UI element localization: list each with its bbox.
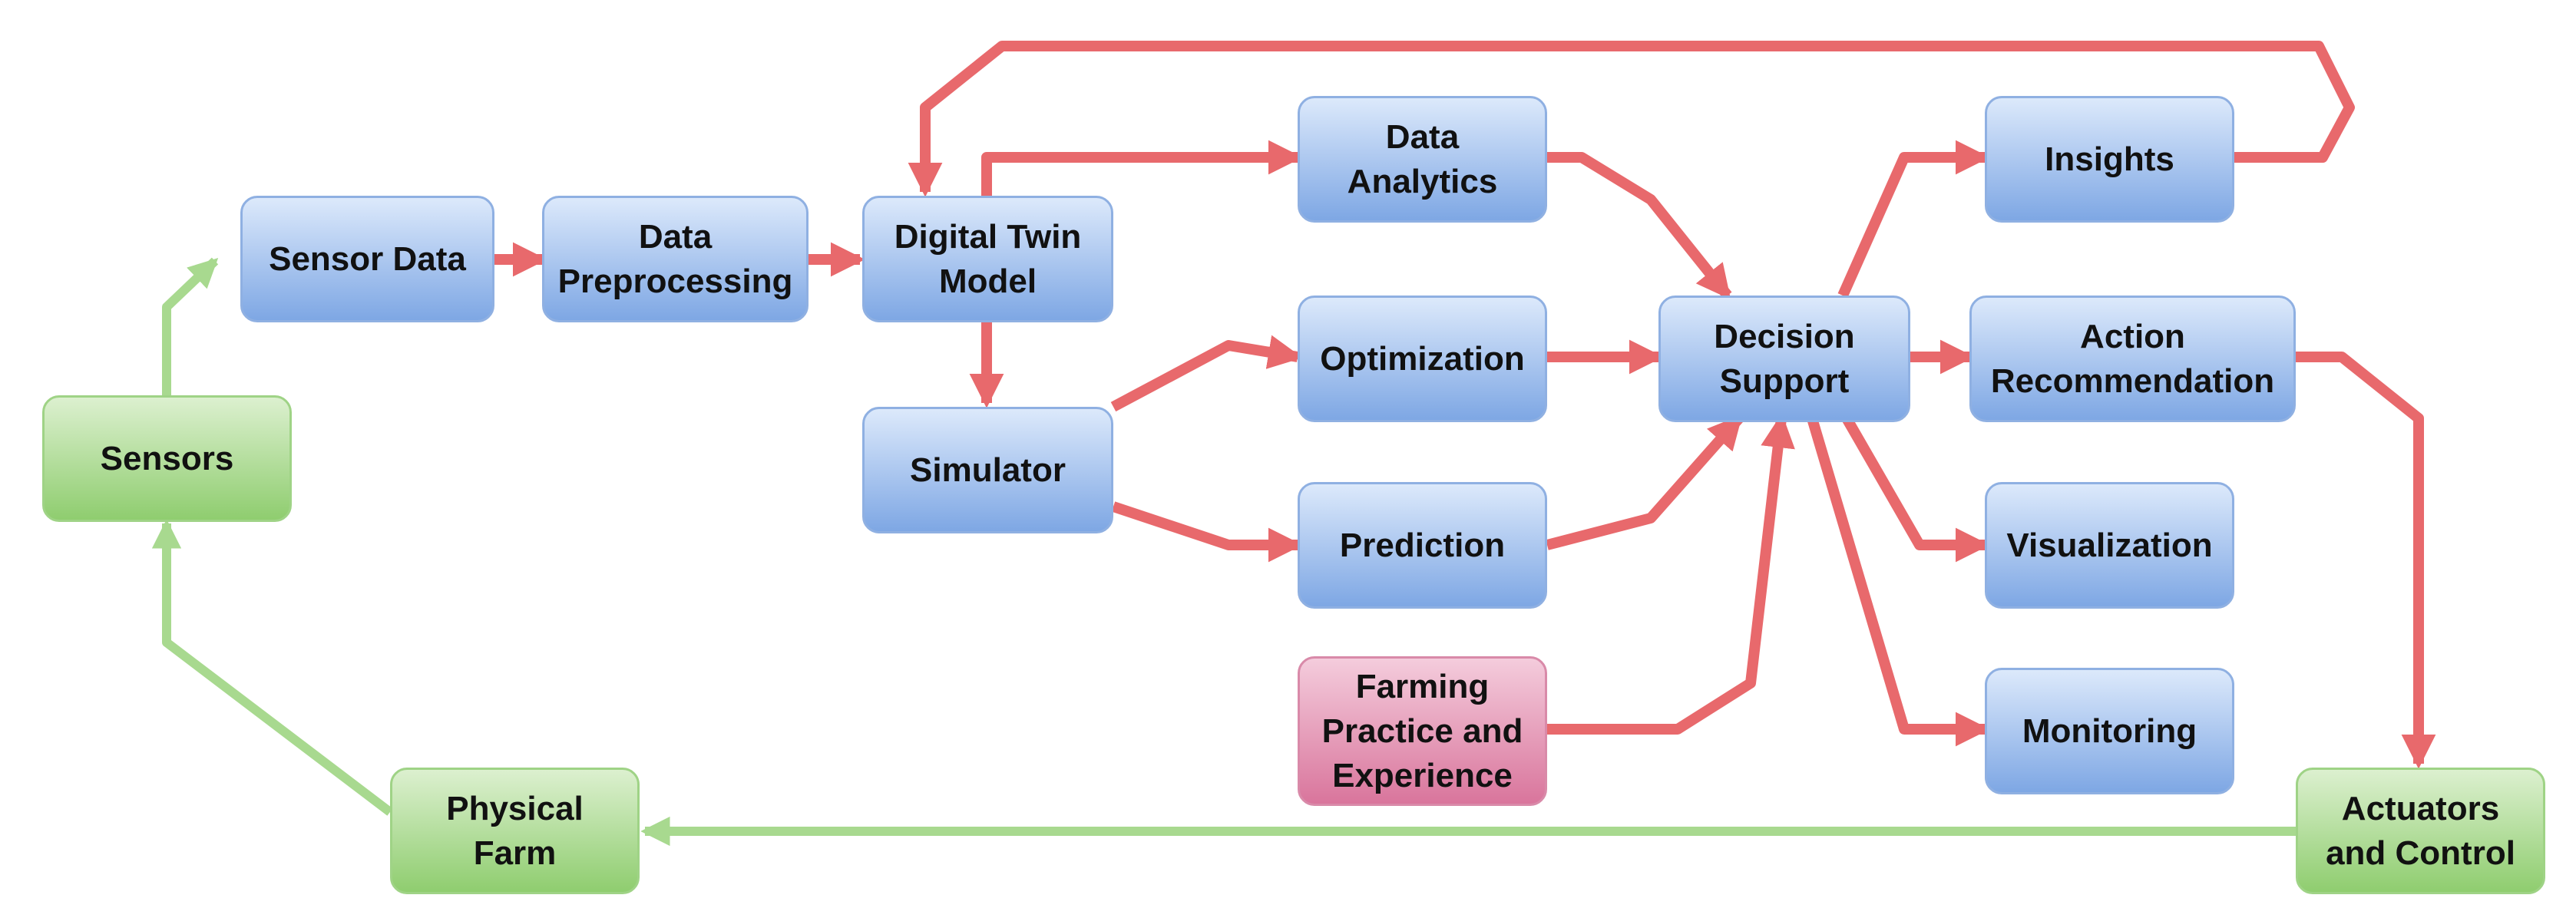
node-action-recommendation: Action Recommendation xyxy=(1969,296,2296,422)
arrow-decision-support-to-monitoring xyxy=(1807,417,1990,747)
node-simulator: Simulator xyxy=(862,407,1113,533)
node-sensor-data: Sensor Data xyxy=(240,196,494,322)
node-decision-support: Decision Support xyxy=(1658,296,1910,422)
arrow-insights-to-digital-twin xyxy=(908,41,2355,197)
node-data-preprocessing: Data Preprocessing xyxy=(542,196,809,322)
node-prediction: Prediction xyxy=(1298,482,1547,609)
arrow-data-analytics-to-decision-support xyxy=(1547,152,1732,300)
node-digital-twin-model: Digital Twin Model xyxy=(862,196,1113,322)
node-monitoring: Monitoring xyxy=(1985,668,2234,794)
arrow-digital-twin-to-data-analytics xyxy=(981,140,1303,196)
node-optimization: Optimization xyxy=(1298,296,1547,422)
node-data-analytics: Data Analytics xyxy=(1298,96,1547,223)
arrow-decision-support-to-visualization xyxy=(1841,415,1990,563)
node-insights: Insights xyxy=(1985,96,2234,223)
arrow-physical-farm-to-sensors xyxy=(151,519,393,816)
arrow-sensors-to-sensor-data xyxy=(162,257,219,395)
arrow-simulator-to-prediction xyxy=(1111,501,1303,563)
arrow-simulator-to-optimization xyxy=(1110,335,1303,412)
arrow-prediction-to-decision-support xyxy=(1546,414,1744,550)
node-sensors: Sensors xyxy=(42,395,292,522)
node-physical-farm: Physical Farm xyxy=(390,768,640,894)
node-farming-practice: Farming Practice and Experience xyxy=(1298,656,1547,806)
arrow-farming-practice-to-decision-support xyxy=(1547,413,1795,735)
arrow-decision-support-to-insights xyxy=(1837,140,1990,298)
arrow-action-recommendation-to-actuators xyxy=(2296,352,2436,769)
node-actuators-and-control: Actuators and Control xyxy=(2296,768,2545,894)
node-visualization: Visualization xyxy=(1985,482,2234,609)
